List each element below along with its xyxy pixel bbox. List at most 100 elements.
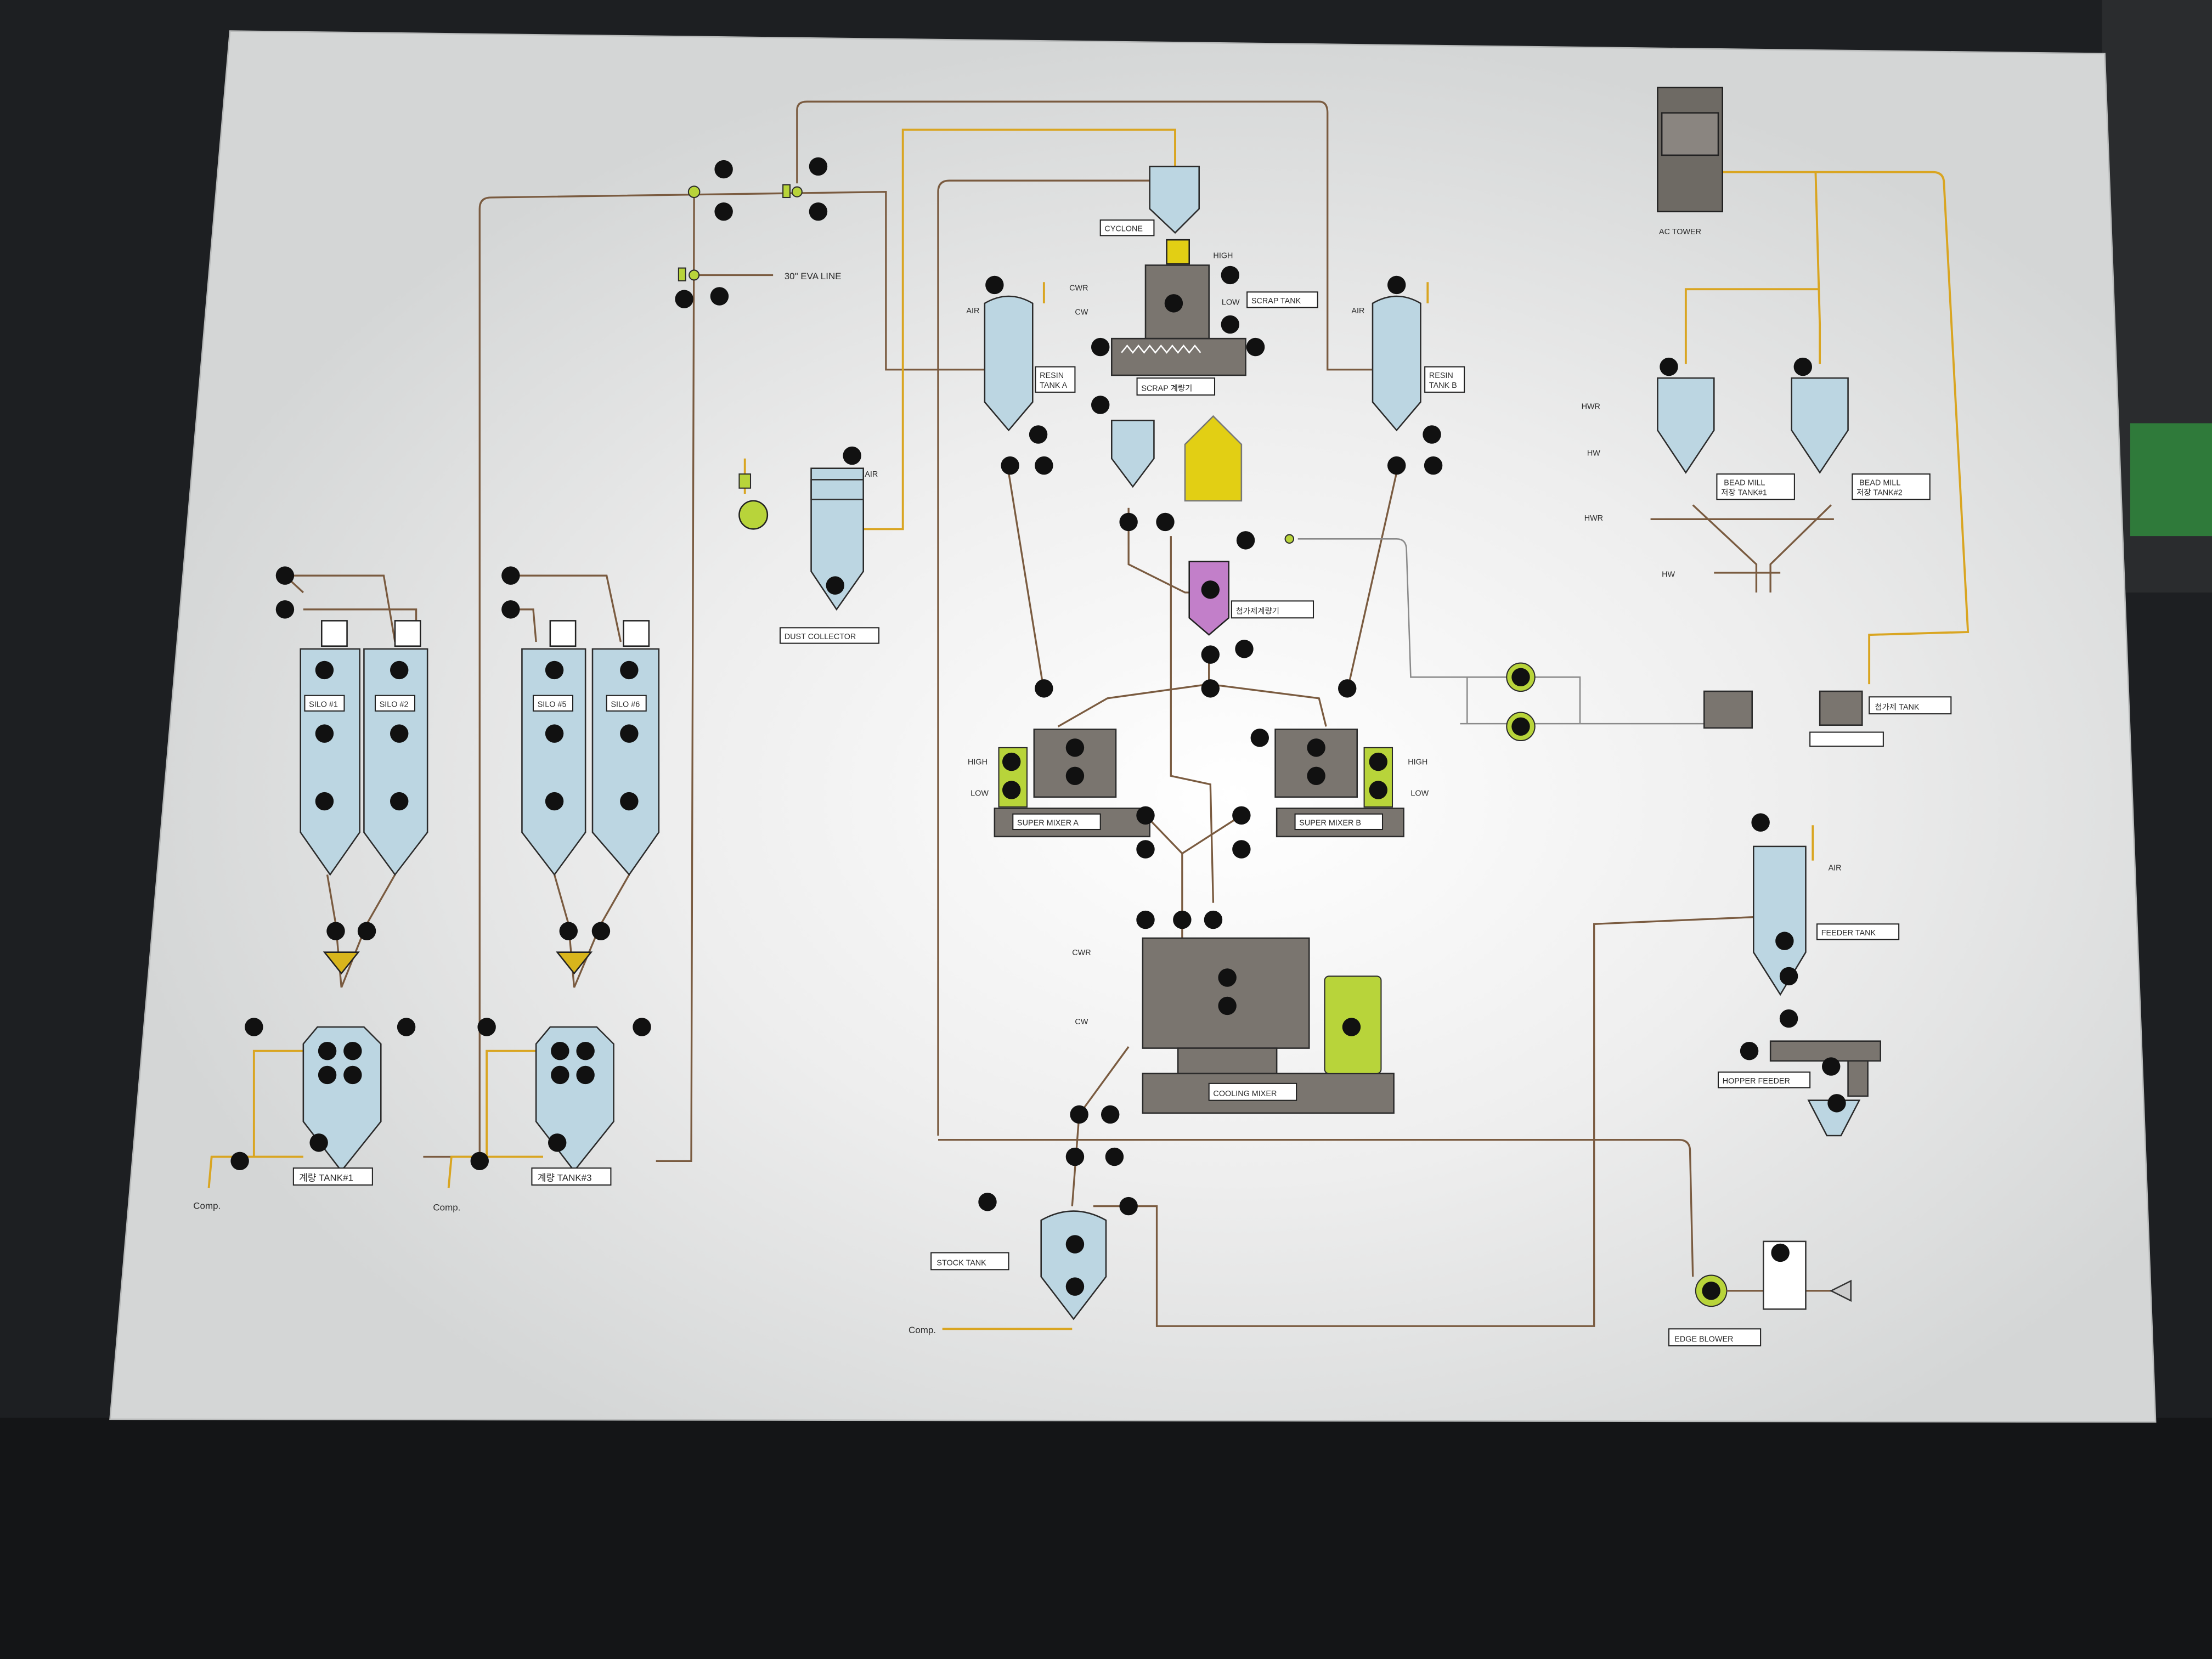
valve-eva[interactable]: [689, 269, 700, 281]
indicator-lamp: [545, 724, 564, 743]
indicator-lamp: [1101, 1105, 1120, 1124]
indicator-lamp: [1236, 531, 1255, 550]
silo-1: [300, 648, 360, 876]
cyclone: [1149, 166, 1200, 234]
indicator-lamp: [1387, 275, 1406, 295]
hw-label-2: HW: [1662, 571, 1675, 579]
indicator-lamp: [343, 1042, 362, 1060]
silo-group-left: SILO #1 SILO #2: [300, 620, 428, 876]
indicator-lamp: [1204, 910, 1223, 929]
scrap-bag: [1184, 415, 1243, 502]
indicator-lamp: [1156, 512, 1175, 532]
feeder-tank-label: FEEDER TANK: [1821, 929, 1876, 938]
transfer-cart: [1703, 690, 1753, 729]
indicator-lamp: [1702, 1282, 1720, 1300]
indicator-lamp: [315, 661, 334, 680]
hopper-feeder: [1769, 1040, 1881, 1062]
additive-valve[interactable]: [1284, 534, 1295, 544]
mixer-b-low: LOW: [1410, 789, 1429, 798]
cwr-label: CWR: [1069, 284, 1088, 293]
diverter-valve[interactable]: [687, 185, 701, 199]
indicator-lamp: [1235, 640, 1254, 658]
chair-seat: [0, 1418, 2212, 1659]
mixer-b-high: HIGH: [1408, 758, 1427, 767]
cooling-mixer: [1142, 937, 1310, 1049]
indicator-lamp: [620, 724, 639, 743]
air-label: AIR: [865, 470, 878, 479]
comp-label-2: Comp.: [433, 1202, 460, 1212]
indicator-lamp: [545, 661, 564, 680]
indicator-lamp: [559, 922, 578, 940]
pipe-network: [207, 100, 1970, 1330]
indicator-lamp: [357, 922, 376, 940]
indicator-lamp: [1201, 645, 1220, 664]
indicator-lamp: [1423, 425, 1441, 444]
rotary-valve-cyclone: [1166, 239, 1190, 265]
comp-label-3: Comp.: [909, 1325, 936, 1335]
indicator-lamp: [1307, 738, 1325, 757]
super-mixer-a-label: SUPER MIXER A: [1017, 819, 1079, 827]
scrap-scale: [1111, 337, 1246, 376]
indicator-lamp: [1387, 456, 1406, 475]
indicator-lamp: [1091, 337, 1110, 357]
indicator-lamp: [548, 1133, 567, 1152]
indicator-lamp: [1307, 766, 1325, 785]
indicator-lamp: [318, 1042, 337, 1060]
indicator-lamp: [1827, 1094, 1846, 1113]
indicator-lamp: [470, 1152, 489, 1170]
scrap-tank-label: SCRAP TANK: [1251, 297, 1301, 306]
eva-line-label: 30" EVA LINE: [785, 271, 842, 281]
indicator-lamp: [309, 1133, 328, 1152]
additive-scale-label: 첨가제계량기: [1236, 607, 1279, 616]
air-label-b: AIR: [1351, 307, 1364, 315]
indicator-lamp: [1035, 456, 1053, 475]
indicator-lamp: [551, 1042, 569, 1060]
indicator-lamp: [1065, 1147, 1085, 1166]
indicator-lamp: [1232, 806, 1251, 825]
indicator-lamp: [978, 1193, 997, 1211]
indicator-lamps: [230, 157, 1846, 1300]
cooling-cw-label: CW: [1075, 1018, 1088, 1026]
indicator-lamp: [545, 792, 564, 811]
weigh-tank-1-label: 계량 TANK#1: [299, 1172, 353, 1183]
hwr-label-2: HWR: [1584, 514, 1603, 523]
cw-label: CW: [1075, 308, 1088, 317]
ac-tower-label: AC TOWER: [1659, 228, 1701, 236]
indicator-lamp: [714, 202, 733, 221]
bead-mill-tank-2: [1791, 377, 1849, 474]
indicator-lamp: [620, 661, 639, 680]
indicator-lamp: [1002, 752, 1021, 771]
silo-5: [521, 648, 586, 876]
indicator-lamp: [230, 1152, 249, 1170]
high-label: HIGH: [1213, 252, 1233, 261]
indicator-lamp: [1250, 729, 1269, 747]
green-object: [2130, 423, 2212, 537]
indicator-lamp: [1751, 813, 1770, 832]
indicator-lamp: [809, 157, 828, 176]
indicator-lamp: [1221, 266, 1239, 285]
indicator-lamp: [1779, 1009, 1798, 1028]
valve-top[interactable]: [791, 186, 803, 198]
indicator-lamp: [576, 1042, 595, 1060]
indicator-lamp: [390, 724, 409, 743]
indicator-lamp: [591, 922, 611, 940]
hw-label-1: HW: [1587, 449, 1600, 458]
indicator-lamp: [1822, 1057, 1841, 1076]
indicator-lamp: [620, 792, 639, 811]
indicator-lamp: [1218, 996, 1237, 1015]
cooling-mixer-label: COOLING MIXER: [1213, 1090, 1277, 1098]
indicator-lamp: [1001, 456, 1019, 475]
mimic-panel: [109, 30, 2157, 1423]
indicator-lamp: [343, 1065, 362, 1085]
indicator-lamp: [1091, 396, 1110, 414]
scrap-hopper: [1111, 420, 1155, 488]
indicator-lamp: [390, 792, 409, 811]
low-label: LOW: [1222, 298, 1240, 307]
valve-actuator: [678, 267, 686, 281]
indicator-lamp: [1119, 1197, 1138, 1216]
indicator-lamp: [576, 1065, 595, 1085]
bead-mill-1-label-2: 저장 TANK#1: [1721, 488, 1767, 498]
indicator-lamp: [1065, 738, 1085, 757]
indicator-lamp: [1218, 968, 1237, 987]
